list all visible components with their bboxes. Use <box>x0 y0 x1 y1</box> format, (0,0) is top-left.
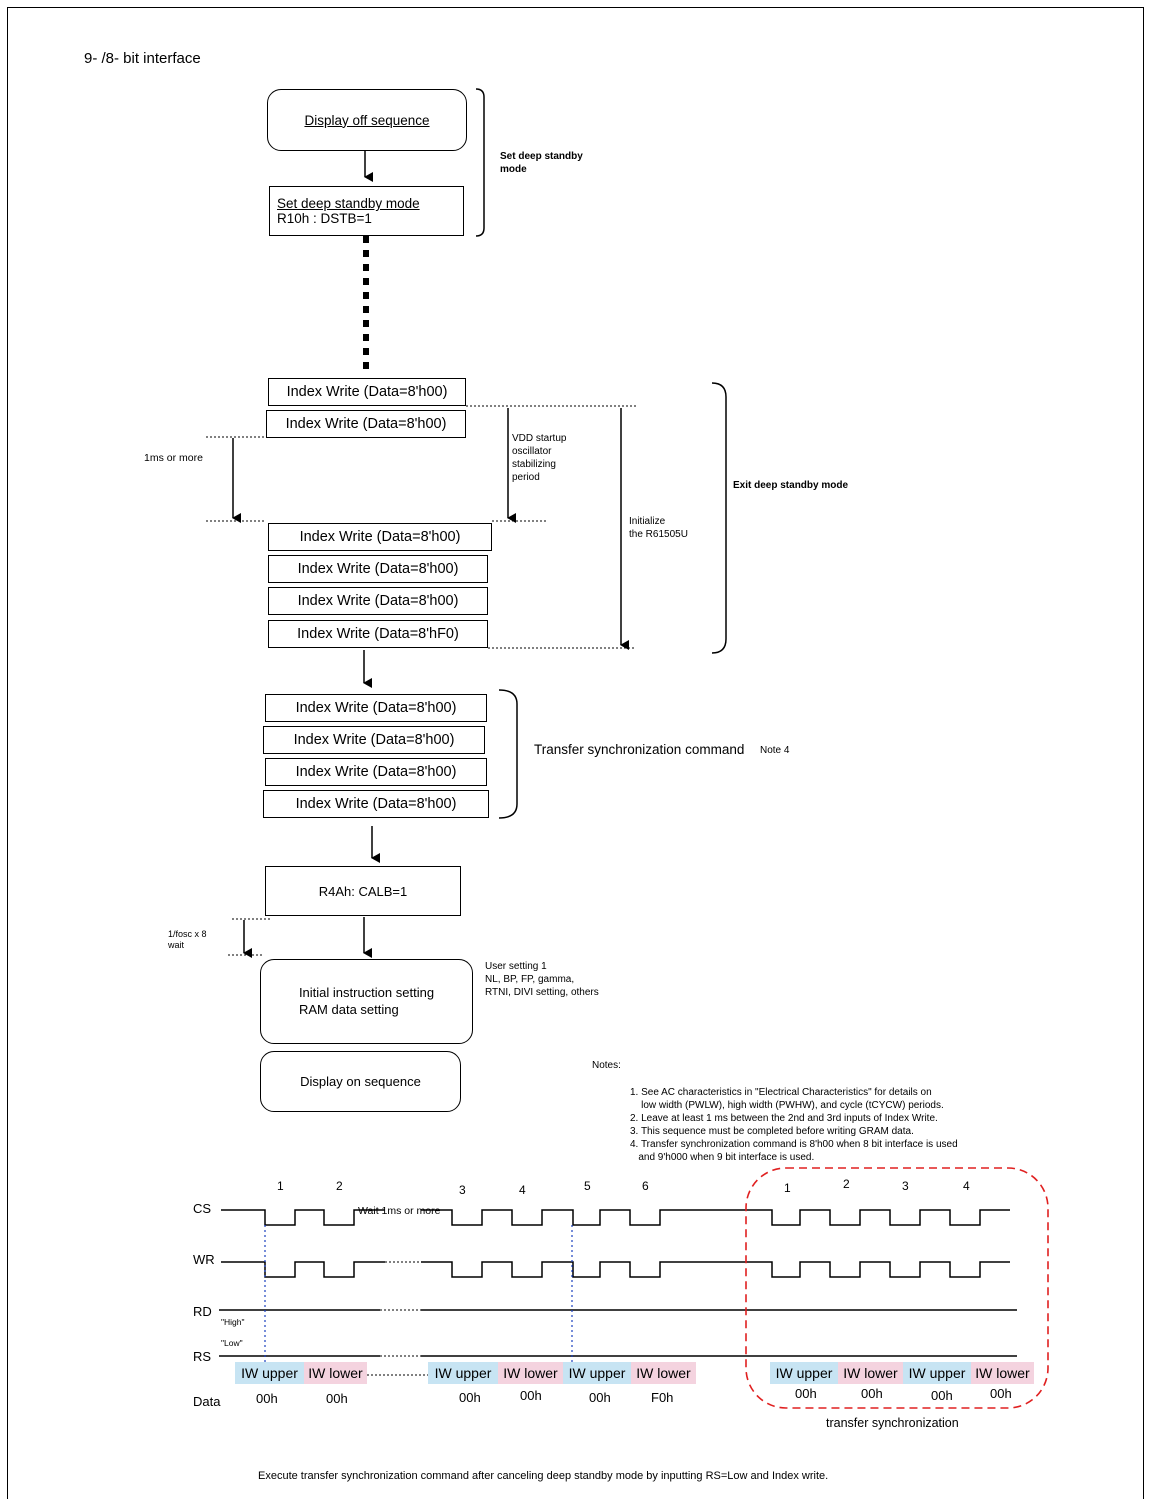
transfer-sync-caption: transfer synchronization <box>826 1416 959 1430</box>
hex-value: 00h <box>459 1390 481 1405</box>
pulse-number: 3 <box>459 1183 466 1197</box>
initial-setting-box: Initial instruction setting RAM data set… <box>260 959 473 1044</box>
index-write-box: Index Write (Data=8'h00) <box>268 587 488 615</box>
sync-index-write-box: Index Write (Data=8'h00) <box>265 694 487 722</box>
signal-rd: RD <box>193 1304 212 1319</box>
sync-index-write-box: Index Write (Data=8'h00) <box>263 790 489 818</box>
pulse-number: 5 <box>584 1179 591 1193</box>
set-deep-standby-box: Set deep standby mode R10h : DSTB=1 <box>269 186 464 236</box>
notes-list: 1. See AC characteristics in "Electrical… <box>630 1087 958 1163</box>
note4-label: Note 4 <box>760 745 790 756</box>
index-write-box: Index Write (Data=8'h00) <box>268 378 466 406</box>
index-write-box-f0: Index Write (Data=8'hF0) <box>268 620 488 648</box>
iw-lower-segment: IW lower <box>971 1362 1034 1384</box>
hex-value: 00h <box>326 1391 348 1406</box>
hex-value: 00h <box>589 1390 611 1405</box>
one-ms-label: 1ms or more <box>144 452 203 464</box>
ram-data-label: RAM data setting <box>299 1001 399 1017</box>
index-write-box: Index Write (Data=8'h00) <box>268 555 488 583</box>
iw-lower-segment: IW lower <box>304 1362 367 1384</box>
pulse-number: 6 <box>642 1179 649 1193</box>
hex-value: F0h <box>651 1390 674 1405</box>
iw-lower-segment: IW lower <box>838 1362 903 1384</box>
hex-value: 00h <box>861 1386 883 1401</box>
signal-rs: RS <box>193 1349 212 1364</box>
pulse-number: 3 <box>902 1179 909 1193</box>
pulse-number: 2 <box>843 1177 850 1191</box>
calb-box: R4Ah: CALB=1 <box>265 866 461 916</box>
index-write-box: Index Write (Data=8'h00) <box>268 523 492 551</box>
signal-wr: WR <box>193 1252 215 1267</box>
iw-upper-segment: IW upper <box>903 1362 971 1384</box>
iw-lower-segment: IW lower <box>498 1362 563 1384</box>
exit-deep-standby-label: Exit deep standby mode <box>733 480 849 491</box>
notes-label: Notes: <box>592 1060 621 1071</box>
hex-value: 00h <box>931 1388 953 1403</box>
display-off-label: Display off sequence <box>304 112 430 128</box>
signal-data: Data <box>193 1394 221 1409</box>
dstb-register: R10h : DSTB=1 <box>277 211 372 226</box>
iw-upper-segment: IW upper <box>235 1362 304 1384</box>
sync-index-write-box: Index Write (Data=8'h00) <box>263 726 485 754</box>
hex-value: 00h <box>990 1386 1012 1401</box>
signal-cs: CS <box>193 1201 212 1216</box>
page-title: 9- /8- bit interface <box>84 50 201 67</box>
hex-value: 00h <box>795 1386 817 1401</box>
transfer-sync-label: Transfer synchronization command <box>534 742 745 757</box>
pulse-number: 1 <box>784 1181 791 1195</box>
page-frame <box>7 7 1144 1499</box>
iw-lower-segment: IW lower <box>631 1362 696 1384</box>
pulse-number: 4 <box>963 1179 970 1193</box>
sync-index-write-box: Index Write (Data=8'h00) <box>265 758 487 786</box>
footer-note: Execute transfer synchronization command… <box>258 1470 829 1482</box>
hex-value: 00h <box>256 1391 278 1406</box>
iw-upper-segment: IW upper <box>770 1362 838 1384</box>
pulse-number: 2 <box>336 1179 343 1193</box>
low-label: "Low" <box>221 1338 243 1348</box>
pulse-number: 4 <box>519 1183 526 1197</box>
wait-label: Wait 1ms or more <box>358 1205 441 1217</box>
display-on-box: Display on sequence <box>260 1051 461 1112</box>
hex-value: 00h <box>520 1388 542 1403</box>
set-deep-standby-label: Set deep standby mode <box>277 196 420 211</box>
pulse-number: 1 <box>277 1179 284 1193</box>
high-label: "High" <box>221 1317 245 1327</box>
display-off-box: Display off sequence <box>267 89 467 151</box>
initial-instruction-label: Initial instruction setting <box>298 985 435 1001</box>
iw-upper-segment: IW upper <box>428 1362 498 1384</box>
index-write-box: Index Write (Data=8'h00) <box>266 410 466 438</box>
iw-upper-segment: IW upper <box>563 1362 631 1384</box>
